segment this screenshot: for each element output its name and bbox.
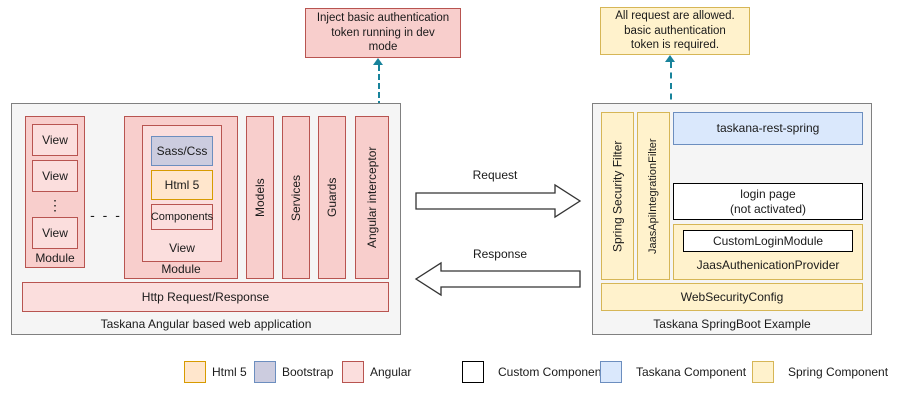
module-a-ellipsis: ⋮ <box>48 197 62 213</box>
arrow-response-icon <box>414 261 581 297</box>
login-page-line2: (not activated) <box>729 201 807 216</box>
module-b-item-html5[interactable]: Html 5 <box>151 170 213 200</box>
web-security-config[interactable]: WebSecurityConfig <box>601 283 863 311</box>
callout-auth-required-line2: basic authentication <box>624 24 726 37</box>
custom-login-module[interactable]: CustomLoginModule <box>683 230 853 252</box>
legend-item-spring-component: Spring Component <box>752 361 888 383</box>
left-panel-caption: Taskana Angular based web application <box>100 316 312 331</box>
legend-swatch-spring-component <box>752 361 774 383</box>
module-a-view-1[interactable]: View <box>32 124 78 156</box>
legend-label-taskana-component: Taskana Component <box>636 365 747 379</box>
legend-item-html5: Html 5 <box>184 361 247 383</box>
modules-separator: - - - <box>90 206 122 223</box>
module-b-view-label: View <box>169 240 195 255</box>
column-services-label: Services <box>288 174 303 221</box>
legend-item-taskana-component: Taskana Component <box>600 361 746 383</box>
http-request-response-bar[interactable]: Http Request/Response <box>22 282 389 312</box>
column-models[interactable]: Models <box>246 116 274 279</box>
module-a-view-3[interactable]: View <box>32 217 78 249</box>
legend-swatch-html5 <box>184 361 206 383</box>
legend-item-bootstrap: Bootstrap <box>254 361 333 383</box>
module-b-item-sass-css[interactable]: Sass/Css <box>151 136 213 166</box>
callout-auth-required-line1: All request are allowed. <box>615 10 735 23</box>
login-page[interactable]: login page (not activated) <box>673 183 863 220</box>
legend-swatch-angular <box>342 361 364 383</box>
callout-dev-mode-connector <box>378 65 380 107</box>
login-page-line1: login page <box>740 187 796 202</box>
legend-swatch-taskana-component <box>600 361 622 383</box>
right-panel-caption: Taskana SpringBoot Example <box>653 316 811 331</box>
angular-interceptor-label: Angular interceptor <box>364 146 379 249</box>
callout-auth-required-line3: token is required. <box>630 39 720 52</box>
callout-dev-mode-arrowhead-icon <box>373 58 383 65</box>
arrow-request-icon <box>415 183 582 219</box>
callout-dev-mode: Inject basic authentication token runnin… <box>305 8 461 58</box>
legend-label-html5: Html 5 <box>212 365 247 379</box>
legend-item-angular: Angular <box>342 361 411 383</box>
column-guards[interactable]: Guards <box>318 116 346 279</box>
callout-auth-required-arrowhead-icon <box>665 55 675 62</box>
spring-security-filter-label: Spring Security Filter <box>610 140 625 252</box>
legend-label-custom-component: Custom Component <box>498 365 605 379</box>
column-guards-label: Guards <box>324 177 339 218</box>
callout-dev-mode-line1: Inject basic authentication <box>316 12 450 25</box>
arrow-request-label: Request <box>472 167 518 182</box>
callout-auth-required: All request are allowed. basic authentic… <box>600 7 750 55</box>
module-a-view-2[interactable]: View <box>32 160 78 192</box>
column-services[interactable]: Services <box>282 116 310 279</box>
spring-security-filter[interactable]: Spring Security Filter <box>601 112 634 280</box>
module-b-label: Module <box>161 261 201 276</box>
legend-label-bootstrap: Bootstrap <box>282 365 334 379</box>
angular-interceptor[interactable]: Angular interceptor <box>355 116 389 279</box>
taskana-rest-spring[interactable]: taskana-rest-spring <box>673 112 863 145</box>
legend-item-custom-component: Custom Component <box>462 361 605 383</box>
jaas-api-integration-filter-label: JaasApiIntegrationFilter <box>647 138 660 254</box>
legend-swatch-custom-component <box>462 361 484 383</box>
module-a-label: Module <box>35 250 75 265</box>
arrow-response-label: Response <box>472 246 528 261</box>
module-b-item-components[interactable]: Components <box>151 204 213 230</box>
legend-swatch-bootstrap <box>254 361 276 383</box>
callout-dev-mode-line3: mode <box>368 41 398 54</box>
legend-label-angular: Angular <box>370 365 412 379</box>
legend-label-spring-component: Spring Component <box>788 365 889 379</box>
jaas-authentication-provider-label: JaasAuthenicationProvider <box>696 257 840 272</box>
callout-dev-mode-line2: token running in dev <box>331 26 435 39</box>
callout-auth-required-connector <box>670 62 672 110</box>
column-models-label: Models <box>252 178 267 217</box>
jaas-api-integration-filter[interactable]: JaasApiIntegrationFilter <box>637 112 670 280</box>
